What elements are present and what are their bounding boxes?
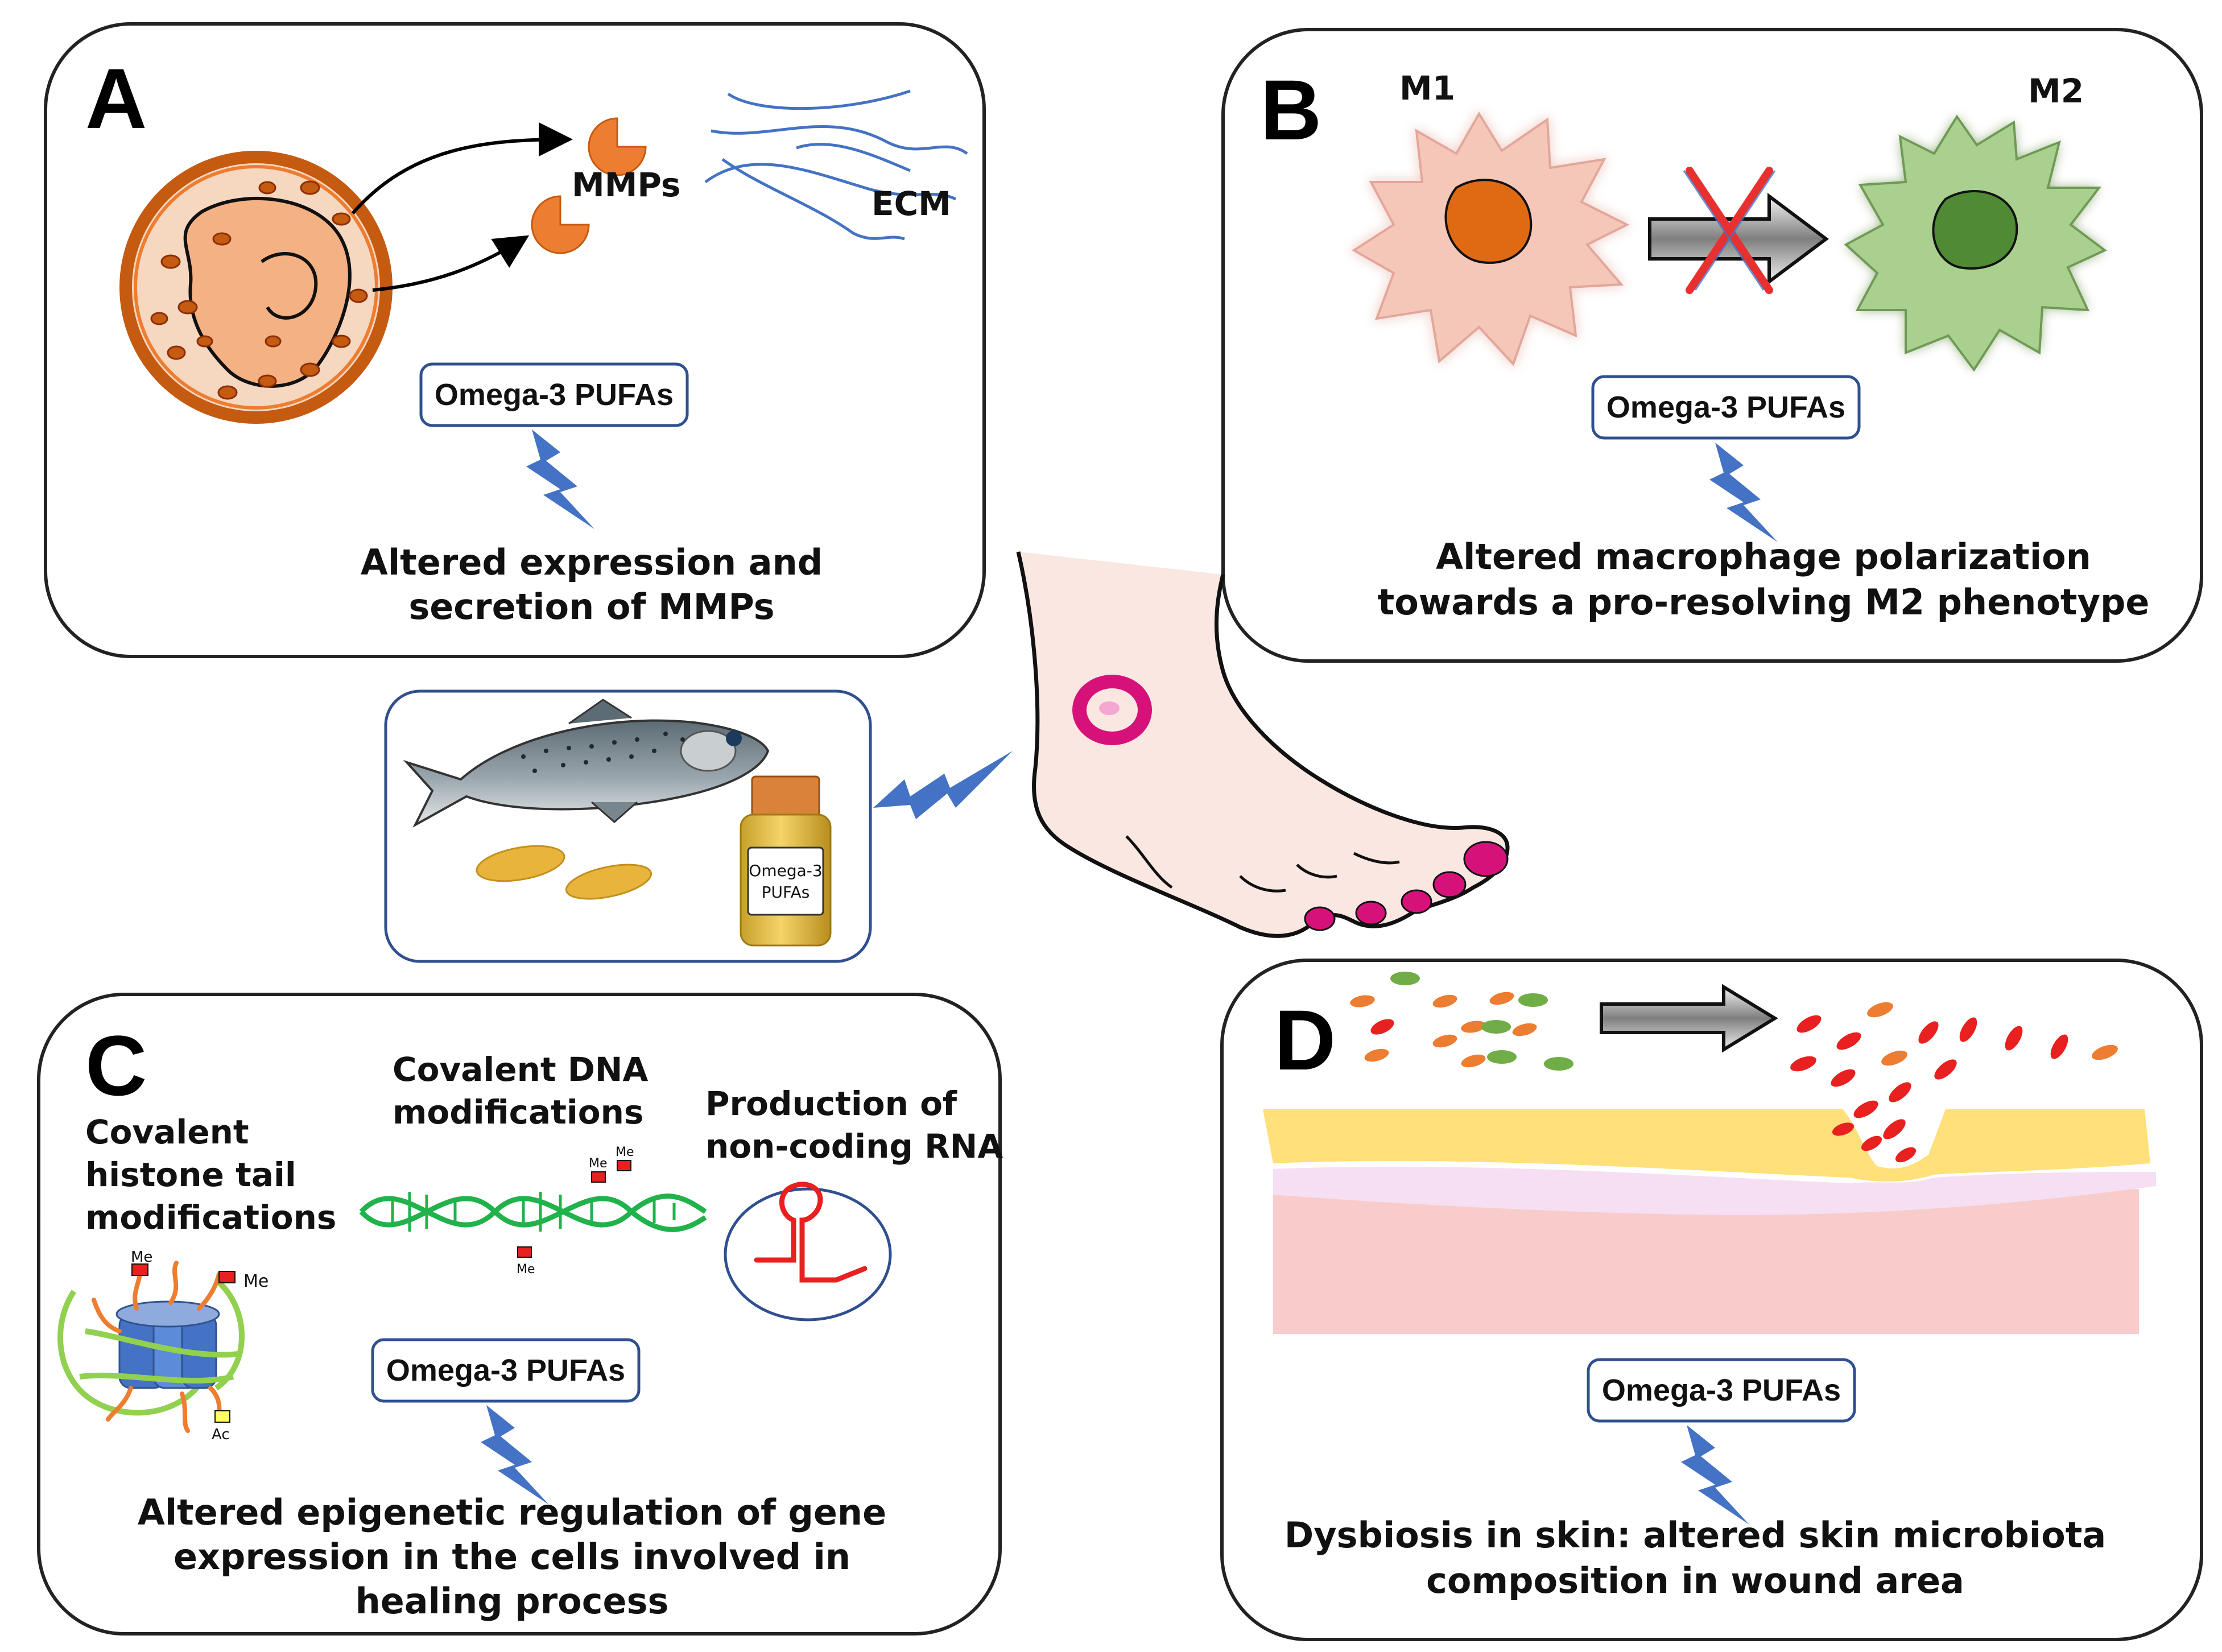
ecm-label: ECM xyxy=(872,184,951,223)
ulcer-core-icon xyxy=(1099,701,1120,715)
bolt-icon xyxy=(1709,443,1778,542)
capsule-icon xyxy=(565,864,652,900)
omega3-badge-a-label: Omega-3 PUFAs xyxy=(435,378,674,412)
dna-me-label: Me xyxy=(589,1157,608,1171)
histone-label-line2: histone tail xyxy=(85,1155,296,1194)
me-mark-icon xyxy=(517,1246,532,1258)
me-mark-icon xyxy=(131,1263,148,1276)
dna-label-line2: modifications xyxy=(393,1093,643,1131)
toenail-icon xyxy=(1355,901,1387,926)
panel-a: A xyxy=(44,22,986,658)
dna-helix-icon xyxy=(359,1192,707,1232)
secretion-arrow-1 xyxy=(351,122,573,214)
panel-d: D xyxy=(1220,959,2203,1641)
foot-icon xyxy=(1016,551,1510,938)
bottle-label-line2: PUFAs xyxy=(762,883,810,902)
toenail-icon xyxy=(1401,889,1432,914)
vesicle-icons xyxy=(150,180,368,400)
omega3-badge-b-label: Omega-3 PUFAs xyxy=(1606,390,1845,424)
mmp-icon xyxy=(531,195,590,254)
panel-a-caption-line1: Altered expression and xyxy=(361,542,823,583)
panel-b-caption-line2: towards a pro-resolving M2 phenotype xyxy=(1378,581,2150,623)
omega3-badge-c-label: Omega-3 PUFAs xyxy=(386,1353,625,1387)
nucleus-icon xyxy=(183,197,352,388)
histone-label-line3: modifications xyxy=(85,1198,336,1237)
m2-label: M2 xyxy=(2028,72,2084,110)
bolt-icon xyxy=(526,429,594,529)
omega3-badge-a xyxy=(419,362,689,427)
panel-a-letter: A xyxy=(85,51,147,146)
foot-illustration xyxy=(1016,551,1510,938)
panel-a-caption-line2: secretion of MMPs xyxy=(408,586,774,627)
toenail-icon xyxy=(1304,906,1336,931)
nucleosome-icon: Me Me Ac xyxy=(57,1249,269,1443)
toenail-icon xyxy=(1463,841,1509,877)
omega3-badge-b xyxy=(1591,375,1861,440)
panel-b: B M1 M2 Omega-3 PUFAs xyxy=(1221,28,2203,663)
rna-label-line2: non-coding RNA xyxy=(705,1127,1003,1166)
histone-ac-label: Ac xyxy=(212,1426,230,1443)
m1-macrophage-icon xyxy=(1350,110,1631,367)
m1-label: M1 xyxy=(1399,69,1455,108)
omega3-badge-d xyxy=(1587,1358,1856,1423)
panel-b-caption-line1: Altered macrophage polarization xyxy=(1436,536,2091,577)
ac-mark-icon xyxy=(214,1410,230,1423)
omega3-sources-box: Omega-3 PUFAs xyxy=(384,689,1013,963)
rna-ellipse xyxy=(724,1187,892,1321)
mmps-label: MMPs xyxy=(572,166,680,204)
bolt-icon xyxy=(481,1405,549,1505)
panel-d-caption-line2: composition in wound area xyxy=(1426,1560,1964,1601)
supplement-bottle-icon: Omega-3 PUFAs xyxy=(740,775,832,947)
bolt-icon xyxy=(1681,1425,1749,1525)
cross-icon-outline xyxy=(1683,170,1776,291)
omega3-badge-d-label: Omega-3 PUFAs xyxy=(1602,1373,1841,1407)
dna-me-label: Me xyxy=(616,1145,634,1159)
m2-macrophage-icon xyxy=(1844,114,2107,372)
fish-eye-icon xyxy=(726,730,742,746)
microbiota-dysbiotic-icon xyxy=(1790,1002,2118,1163)
rna-hairpin-icon xyxy=(754,1182,868,1283)
cell-icon xyxy=(119,151,393,424)
m2-nucleus-icon xyxy=(1932,190,2018,270)
dna-me-label: Me xyxy=(517,1262,535,1277)
histone-me-label: Me xyxy=(243,1271,269,1291)
fish-icon xyxy=(403,699,770,828)
ecm-fibers-icon xyxy=(704,89,968,241)
dysbiosis-arrow xyxy=(1600,984,1778,1053)
panel-d-letter: D xyxy=(1274,992,1336,1088)
secretion-arrow-2 xyxy=(372,235,530,292)
panel-d-caption-line1: Dysbiosis in skin: altered skin microbio… xyxy=(1285,1514,2107,1556)
dna-label-line1: Covalent DNA xyxy=(393,1050,648,1089)
panel-c-letter: C xyxy=(85,1018,147,1113)
mmp-icon xyxy=(588,117,647,176)
microbiota-healthy-icon xyxy=(1350,972,1573,1071)
skin-section-icon xyxy=(1263,1109,2156,1334)
panel-c-caption-line2: expression in the cells involved in xyxy=(174,1536,850,1577)
panel-c: C Covalent histone tail modifications Co… xyxy=(37,993,1003,1636)
me-mark-icon xyxy=(617,1160,631,1171)
bottle-label-line1: Omega-3 xyxy=(749,861,822,880)
m1-nucleus-icon xyxy=(1444,179,1533,264)
capsule-icon xyxy=(476,845,565,882)
me-mark-icon xyxy=(218,1271,236,1283)
histone-label-line1: Covalent xyxy=(85,1113,249,1151)
cross-icon xyxy=(1686,167,1773,294)
histone-me-label: Me xyxy=(131,1249,152,1266)
toenail-icon xyxy=(1432,871,1467,898)
panel-c-frame xyxy=(37,993,1002,1636)
panel-c-caption-line3: healing process xyxy=(356,1580,669,1622)
omega3-badge-c xyxy=(371,1338,641,1403)
panel-b-letter: B xyxy=(1260,62,1321,158)
bolt-icon xyxy=(873,751,1013,819)
panel-c-caption-line1: Altered epigenetic regulation of gene xyxy=(138,1492,886,1533)
me-mark-icon xyxy=(591,1171,606,1183)
rna-label-line1: Production of xyxy=(705,1084,957,1123)
